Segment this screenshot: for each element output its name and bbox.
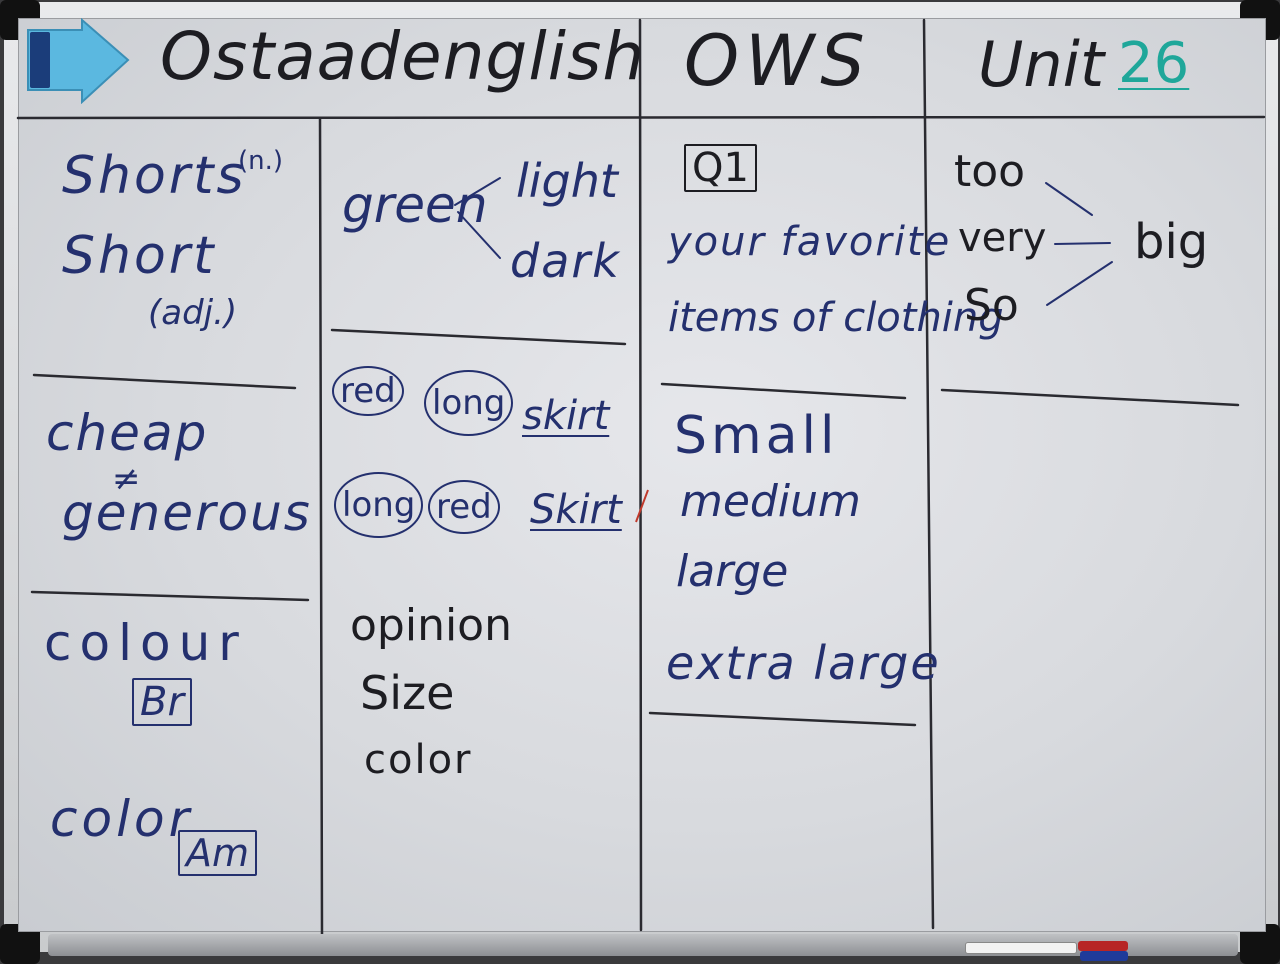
question-label: Q1	[684, 144, 757, 192]
word-generous: generous	[62, 484, 312, 542]
word-green: green	[342, 176, 488, 234]
size-medium: medium	[680, 476, 861, 527]
marker-tray	[48, 934, 1238, 956]
question-line-2: items of clothing	[668, 295, 1004, 341]
adjective-big: big	[1134, 214, 1209, 270]
word-skirt: Skirt	[530, 487, 622, 533]
note-noun: (n.)	[238, 146, 284, 176]
word-shorts: Shorts	[62, 146, 247, 206]
section-label: OWS	[684, 20, 871, 102]
tag-american: Am	[178, 830, 258, 876]
unit-number: 26	[1118, 31, 1190, 96]
circled-red: red	[428, 480, 500, 534]
word-skirt: skirt	[522, 393, 610, 439]
marker-pen[interactable]	[1080, 951, 1128, 961]
check-mark	[635, 489, 649, 523]
board-eraser	[27, 18, 130, 104]
adverb-too: too	[954, 146, 1026, 197]
marker-pen[interactable]	[1078, 941, 1128, 951]
board-title: Ostaadenglish	[160, 18, 646, 95]
word-short: Short	[62, 226, 217, 286]
unit-label: Unit	[978, 28, 1105, 101]
question-line-1: your favorite	[668, 219, 952, 265]
word-light: light	[516, 154, 618, 208]
circled-red: red	[332, 366, 404, 416]
size-large: large	[676, 546, 789, 597]
order-color: color	[364, 737, 473, 783]
circled-long: long	[334, 472, 424, 538]
size-small: Small	[674, 406, 839, 466]
order-size: Size	[360, 666, 455, 720]
not-equal-sign: ≠	[112, 459, 141, 499]
word-color: color	[50, 790, 194, 848]
circled-long: long	[424, 370, 514, 436]
note-adjective: (adj.)	[148, 293, 238, 333]
order-opinion: opinion	[350, 600, 512, 651]
marker-pen[interactable]	[965, 942, 1077, 954]
tag-british: Br	[132, 678, 192, 726]
word-colour: colour	[44, 614, 247, 672]
adverb-so: So	[964, 280, 1019, 331]
size-extra-large: extra large	[666, 636, 941, 690]
word-cheap: cheap	[46, 404, 209, 462]
adverb-very: very	[958, 215, 1047, 261]
word-dark: dark	[510, 234, 621, 288]
